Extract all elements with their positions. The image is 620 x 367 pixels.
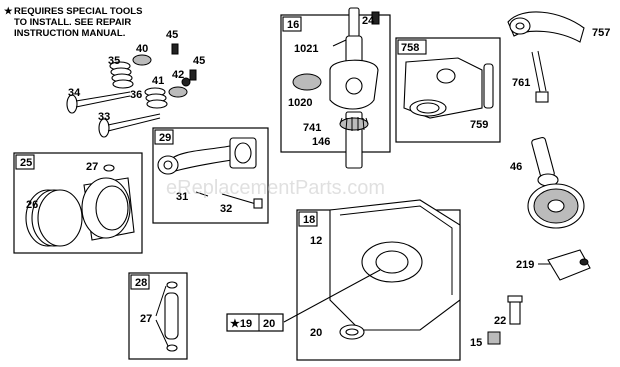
label-36: 36	[130, 89, 142, 101]
piston-group	[13, 152, 143, 254]
crankshaft-gear-741	[339, 117, 369, 131]
label-761: 761	[512, 77, 530, 89]
piston-pin-group	[128, 272, 188, 360]
connecting-rod-group	[152, 127, 269, 224]
label-1021: 1021	[294, 43, 318, 55]
label-46: 46	[510, 161, 522, 173]
flywheel-key-24	[371, 11, 380, 25]
box-16	[280, 14, 391, 153]
label-24: 24	[362, 15, 375, 27]
valve-keeper-45a	[171, 43, 179, 55]
label-40: 40	[136, 43, 148, 55]
crankshaft-group	[280, 7, 391, 169]
exhaust-valve-34	[66, 91, 131, 114]
label-28: 28	[135, 277, 147, 289]
label-45b: 45	[193, 55, 205, 67]
special-tools-note: ★ REQUIRES SPECIAL TOOLS TO INSTALL. SEE…	[4, 6, 142, 39]
label-32: 32	[220, 203, 232, 215]
label-star19: ★19	[230, 318, 252, 330]
label-31: 31	[176, 191, 188, 203]
drain-plug-22	[507, 295, 523, 325]
label-12: 12	[310, 235, 322, 247]
label-34: 34	[68, 87, 81, 99]
label-27a: 27	[86, 161, 98, 173]
governor-219	[538, 249, 591, 281]
note-line-3: INSTRUCTION MANUAL.	[14, 28, 125, 39]
label-22: 22	[494, 315, 506, 327]
camshaft-46	[527, 136, 585, 229]
label-33: 33	[98, 111, 110, 123]
note-line-2: TO INSTALL. SEE REPAIR	[14, 17, 131, 28]
note-star: ★	[4, 6, 13, 17]
rocker-arm-757	[507, 11, 585, 43]
label-35: 35	[108, 55, 120, 67]
rod-bolt-32	[221, 193, 257, 205]
seal-20-leader	[283, 269, 381, 323]
label-15: 15	[470, 337, 482, 349]
piston-pin-lock-27	[103, 164, 115, 172]
watermark: eReplacementParts.com	[166, 177, 385, 199]
label-20b: 20	[310, 327, 322, 339]
label-42: 42	[172, 69, 184, 81]
sump-group	[283, 199, 461, 361]
label-757: 757	[592, 27, 610, 39]
crankshaft-pin-1021	[332, 39, 347, 47]
label-20a: 20	[263, 318, 275, 330]
label-16: 16	[287, 19, 299, 31]
note-line-1: REQUIRES SPECIAL TOOLS	[14, 6, 142, 17]
label-741: 741	[303, 122, 321, 134]
intake-valve-33	[98, 113, 161, 138]
connecting-rod	[169, 145, 233, 173]
label-25: 25	[20, 157, 32, 169]
valve-train-parts	[66, 43, 197, 138]
valve-keeper-45b	[189, 69, 197, 81]
label-18: 18	[303, 214, 315, 226]
piston	[81, 177, 135, 241]
rod-bolt-31	[195, 191, 209, 197]
label-758: 758	[401, 42, 419, 54]
label-45a: 45	[166, 29, 178, 41]
pin-759	[483, 63, 494, 109]
box-star19-20	[226, 313, 284, 332]
piston-rings	[25, 189, 83, 247]
crankshaft	[329, 7, 379, 169]
label-41: 41	[152, 75, 164, 87]
plug-15	[487, 331, 501, 345]
valve-keeper-42	[181, 77, 191, 87]
label-1020: 1020	[288, 97, 312, 109]
label-759: 759	[470, 119, 488, 131]
crankshaft-washer-1020	[292, 73, 322, 91]
label-27b: 27	[140, 313, 152, 325]
box-28	[128, 272, 188, 360]
valve-retainer-41	[168, 86, 188, 98]
valve-spring-36	[144, 87, 168, 109]
label-146: 146	[312, 136, 330, 148]
piston-pin	[164, 292, 179, 340]
label-29: 29	[159, 132, 171, 144]
rocker-screw-761	[531, 50, 549, 103]
box-758	[395, 37, 501, 143]
label-26: 26	[26, 199, 38, 211]
box-758-group	[395, 37, 501, 143]
label-219: 219	[516, 259, 534, 271]
valve-retainer-40	[132, 54, 152, 66]
box-25	[13, 152, 143, 254]
box-29	[152, 127, 269, 224]
valve-spring-35	[109, 61, 134, 89]
